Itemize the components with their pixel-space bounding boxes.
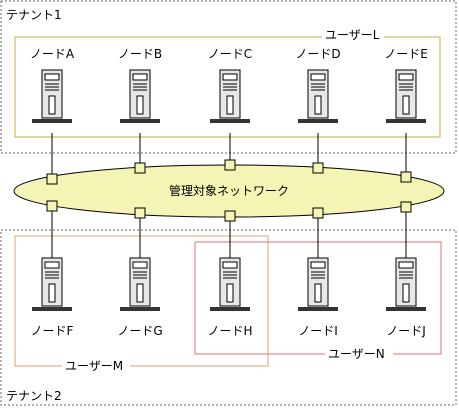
connector-e: [400, 171, 412, 183]
connector-a: [46, 173, 58, 185]
server-icon: [31, 257, 73, 312]
node-c-label: ノードC: [208, 47, 252, 61]
connector-b: [134, 162, 146, 174]
user-m-label: ユーザーM: [65, 359, 123, 373]
user-l-box: [14, 36, 441, 138]
node-b-label: ノードB: [118, 47, 162, 61]
connector-i: [312, 207, 324, 219]
server-icon: [297, 69, 339, 124]
connector-d: [312, 162, 324, 174]
user-n-label: ユーザーN: [328, 347, 385, 361]
node-d: ノードD: [295, 47, 341, 124]
node-a: ノードA: [30, 47, 75, 124]
node-f: ノードF: [31, 257, 74, 338]
server-icon: [31, 69, 73, 124]
node-g: ノードG: [117, 257, 163, 338]
node-c: ノードC: [208, 47, 252, 124]
node-j-label: ノードJ: [386, 324, 426, 338]
node-i: ノードI: [297, 257, 339, 338]
server-icon: [209, 257, 251, 312]
node-e: ノードE: [384, 47, 428, 124]
node-h-label: ノードH: [207, 324, 252, 338]
user-m-box: [14, 235, 269, 367]
node-b: ノードB: [118, 47, 162, 124]
node-f-label: ノードF: [31, 324, 74, 338]
node-h: ノードH: [207, 257, 253, 338]
tenant2-box: [0, 229, 457, 406]
tenant1-box: [0, 0, 457, 154]
user-m-label-bg: [62, 358, 130, 374]
server-icon: [385, 257, 427, 312]
connector-c: [224, 159, 236, 171]
user-l-label-bg: [322, 27, 384, 43]
tenant1-label: テナント1: [6, 8, 62, 22]
connector-f: [46, 200, 58, 212]
connector-j: [400, 201, 412, 213]
connectors: [46, 159, 412, 222]
server-icon: [119, 69, 161, 124]
connector-h: [224, 210, 236, 222]
node-e-label: ノードE: [384, 47, 428, 61]
user-l-label: ユーザーL: [325, 28, 380, 42]
node-i-label: ノードI: [298, 324, 338, 338]
server-icon: [119, 257, 161, 312]
node-d-label: ノードD: [295, 47, 340, 61]
tenant2-label: テナント2: [6, 389, 62, 403]
node-g-label: ノードG: [117, 324, 162, 338]
node-a-label: ノードA: [30, 47, 75, 61]
user-n-label-bg: [325, 346, 393, 362]
server-icon: [297, 257, 339, 312]
managed-network-label: 管理対象ネットワーク: [169, 183, 289, 198]
server-icon: [209, 69, 251, 124]
node-j: ノードJ: [385, 257, 427, 338]
connector-g: [134, 207, 146, 219]
server-icon: [385, 69, 427, 124]
